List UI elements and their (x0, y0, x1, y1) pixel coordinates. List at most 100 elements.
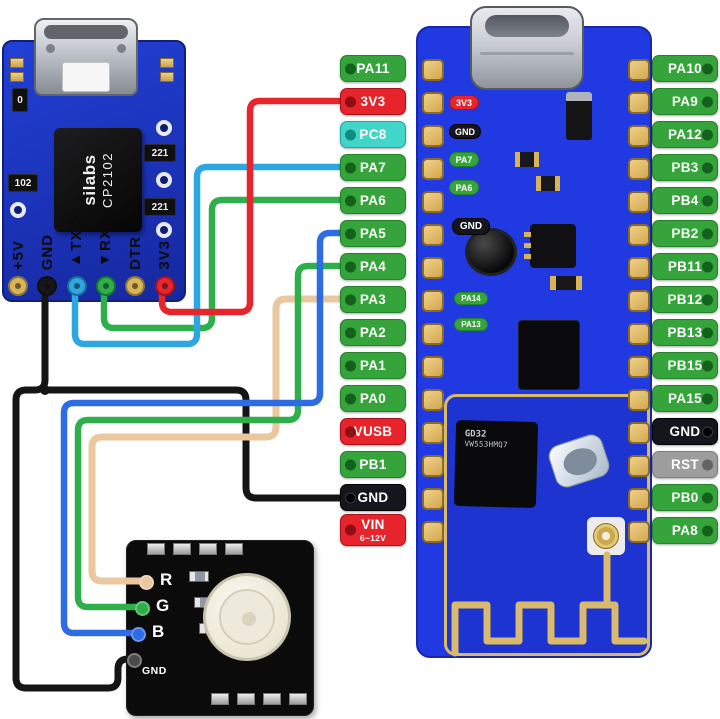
pin-label-text: PA10 (668, 61, 702, 76)
pin-label-text: GND (669, 424, 701, 439)
pin-label-text: GND (357, 490, 389, 505)
serial-pin-5: 3V3 (152, 174, 178, 296)
board-pad (422, 488, 444, 510)
wire-pad (702, 228, 713, 239)
ic-pin (524, 254, 531, 259)
wire-pad (702, 393, 713, 404)
wire-pad (345, 63, 356, 74)
pin-label-text: PA11 (356, 61, 390, 76)
rgb-pin-r (139, 575, 154, 590)
wire-pad (702, 426, 713, 437)
wire-pad (345, 393, 356, 404)
pin-label-right-pa12: PA12 (652, 121, 718, 148)
pin-label-text: PA7 (359, 160, 387, 175)
rgb-pin-label: B (152, 622, 165, 641)
usb-c-seam (480, 52, 574, 55)
wire-pad (345, 459, 356, 470)
board-pad (422, 422, 444, 444)
pin-label-text: PB15 (667, 358, 703, 373)
pin-label-right-pb12: PB12 (652, 286, 718, 313)
header-pad (173, 543, 191, 555)
rf-module-outline: GD32 VW553HMQ7 (444, 394, 650, 657)
usb-c-opening (485, 15, 569, 37)
pin-label-left-pb1: PB1 (340, 451, 406, 478)
smd-resistor (189, 571, 209, 582)
onboard-label-gnd: GND (452, 218, 490, 235)
board-pad (422, 191, 444, 213)
header-pad (199, 543, 217, 555)
solder-pad (10, 58, 24, 68)
pin-label-text: PA4 (359, 259, 387, 274)
board-pad (422, 323, 444, 345)
pin-label-text: PB12 (667, 292, 703, 307)
serial-pin-hole (66, 276, 87, 296)
serial-pin-3: ◂RXI (93, 174, 119, 296)
board-pad (422, 59, 444, 81)
wire-pad (702, 96, 713, 107)
reset-button (465, 228, 517, 276)
board-pad (628, 158, 650, 180)
wire-pad (345, 327, 356, 338)
board-pad (628, 422, 650, 444)
rgb-pin-label: G (156, 596, 170, 615)
board-pad (628, 59, 650, 81)
pin-label-text: 3V3 (360, 94, 386, 109)
usb-tongue (62, 62, 110, 92)
pin-label-right-pb11: PB11 (652, 253, 718, 280)
board-pad (628, 125, 650, 147)
pin-label-text: VUSB (353, 424, 393, 439)
solder-pad (160, 58, 174, 68)
pin-label-left-pa0: PA0 (340, 385, 406, 412)
pin-label-left-pa1: PA1 (340, 352, 406, 379)
pin-label-right-pb13: PB13 (652, 319, 718, 346)
ic-pin (524, 232, 531, 237)
pin-label-text: PA12 (668, 127, 702, 142)
serial-pin-4: DTR (122, 174, 148, 296)
solder-pad (160, 72, 174, 82)
ipex-ring (593, 523, 619, 549)
pin-label-right-pa15: PA15 (652, 385, 718, 412)
rgb-led (203, 573, 291, 661)
board-pad (628, 389, 650, 411)
rgb-pin-label: GND (142, 665, 167, 677)
serial-pin-label: 3V3 (156, 240, 173, 270)
pcb-antenna (451, 551, 648, 657)
pin-label-text: PA0 (359, 391, 387, 406)
usb-dimple (117, 44, 126, 53)
wire-gnd-main (12, 284, 137, 692)
pin-label-text: VIN (361, 517, 385, 532)
wire-pad (702, 162, 713, 173)
onboard-label-gnd: GND (449, 124, 481, 139)
wire-pad (345, 261, 356, 272)
pin-label-left-pa3: PA3 (340, 286, 406, 313)
wire-pad (345, 195, 356, 206)
pin-label-text: PA1 (359, 358, 387, 373)
pin-label-left-pa4: PA4 (340, 253, 406, 280)
pin-label-right-pb4: PB4 (652, 187, 718, 214)
pin-label-left-pa2: PA2 (340, 319, 406, 346)
wire-pad (345, 294, 356, 305)
smd-component (515, 152, 539, 167)
onboard-label-pa14: PA14 (454, 292, 488, 305)
wire-pad (345, 129, 356, 140)
rgb-pin-b (131, 627, 146, 642)
pin-label-right-pb15: PB15 (652, 352, 718, 379)
board-pad (628, 191, 650, 213)
pin-label-text: RST (671, 457, 699, 472)
wire-pad (345, 96, 356, 107)
wire-pad (345, 228, 356, 239)
onboard-label-pa13: PA13 (454, 318, 488, 331)
pin-label-right-pb0: PB0 (652, 484, 718, 511)
wire-junction (40, 385, 50, 395)
pin-label-left-pa6: PA6 (340, 187, 406, 214)
board-pad (628, 455, 650, 477)
onboard-label-3v3: 3V3 (449, 95, 479, 110)
pin-label-left-pa5: PA5 (340, 220, 406, 247)
pin-label-left-3v3: 3V3 (340, 88, 406, 115)
pin-label-left-pc8: PC8 (340, 121, 406, 148)
smd-resistor: 0 (12, 88, 28, 112)
pin-label-right-gnd: GND (652, 418, 718, 445)
led-die (242, 612, 256, 626)
